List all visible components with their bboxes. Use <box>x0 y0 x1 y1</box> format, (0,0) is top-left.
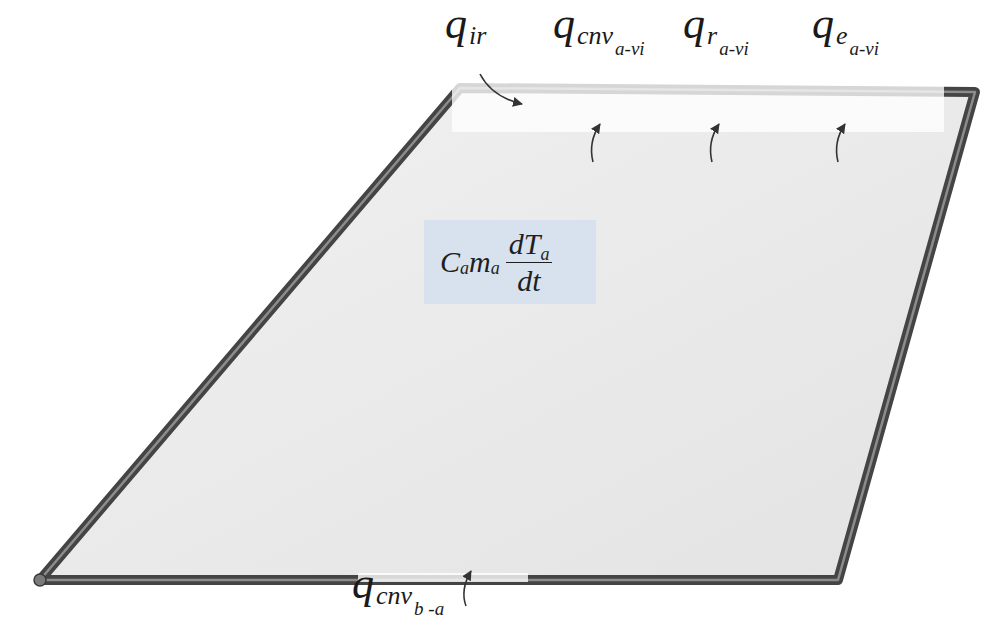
flux-subscript: e <box>836 23 848 49</box>
fraction-denominator: dt <box>517 263 540 297</box>
flux-subscript: a-vi <box>615 39 645 58</box>
absorber-plate <box>40 88 975 580</box>
heat-flux-symbol: q <box>445 2 467 46</box>
fraction: dTadt <box>506 228 553 296</box>
heat-flux-symbol: q <box>553 2 575 46</box>
flux-subscript: a-vi <box>719 39 749 58</box>
flux-arrow <box>592 124 600 162</box>
subscript: a <box>540 245 549 264</box>
fraction-numerator: dTa <box>506 228 553 263</box>
symbol: dT <box>509 228 541 260</box>
subscript: a <box>491 259 500 278</box>
symbol: C <box>440 246 460 278</box>
frame-highlight <box>40 88 975 580</box>
highlight-band <box>358 573 528 582</box>
flux-arrow <box>464 571 471 606</box>
flux-subscript: ir <box>469 23 486 49</box>
heat-flux-symbol: q <box>683 2 705 46</box>
flux-arrow <box>480 74 522 104</box>
tube-end <box>34 574 46 586</box>
heat-flux-symbol: q <box>812 2 834 46</box>
heat-flux-symbol: q <box>352 562 374 606</box>
flux-subscript: a-vi <box>850 39 880 58</box>
flux-subscript: cnv <box>376 583 412 609</box>
flux-subscript: b -a <box>414 599 444 618</box>
symbol: dt <box>517 264 540 297</box>
subscript: a <box>460 259 469 278</box>
energy-balance-box: CamadTadt <box>424 220 596 304</box>
flux-subscript: cnv <box>577 23 613 49</box>
highlight-band <box>452 80 944 132</box>
flux-subscript: r <box>707 23 717 49</box>
symbol: m <box>469 246 491 278</box>
flux-arrow <box>837 124 845 162</box>
frame-tube <box>40 88 975 580</box>
flux-arrow <box>711 124 719 162</box>
